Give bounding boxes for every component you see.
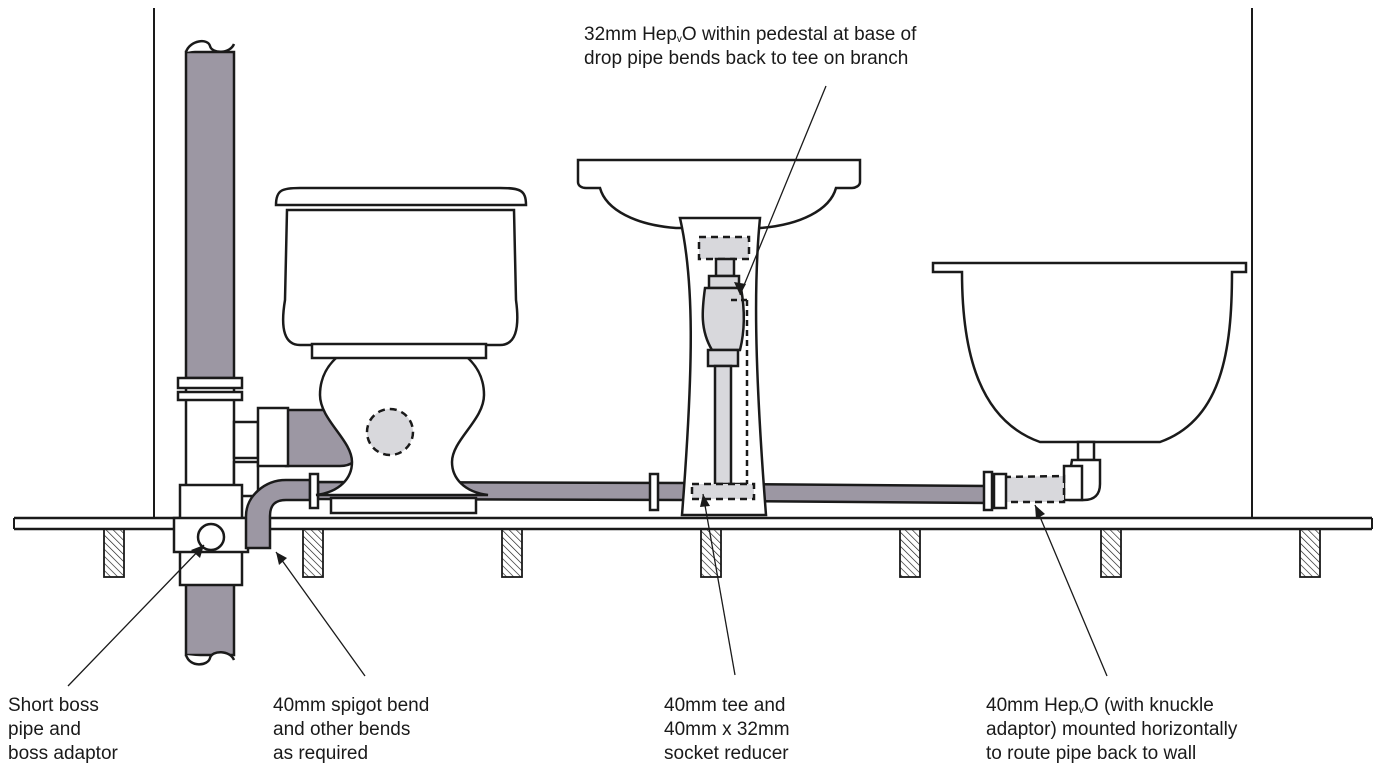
label-boss-line2: pipe and <box>8 719 81 740</box>
label-boss: Short boss pipe and boss adaptor <box>8 694 118 766</box>
leader-lines <box>67 85 1108 687</box>
label-top-line1: 32mm HepvO within pedestal at base of <box>584 24 917 45</box>
label-tee-line2: 40mm x 32mm <box>664 719 790 740</box>
label-bath: 40mm HepvO (with knuckle adaptor) mounte… <box>986 694 1237 766</box>
label-bath-line2: adaptor) mounted horizontally <box>986 719 1238 740</box>
label-spigot-line3: as required <box>273 743 369 764</box>
label-top-line2: drop pipe bends back to tee on branch <box>584 48 909 69</box>
bath-tub <box>931 261 1248 510</box>
label-bath-line3: to route pipe back to wall <box>986 743 1197 764</box>
label-tee-line1: 40mm tee and <box>664 695 786 716</box>
wc-toilet <box>274 186 528 515</box>
label-bath-line1: 40mm HepvO (with knuckle <box>986 695 1214 716</box>
label-spigot-line2: and other bends <box>273 719 411 740</box>
boss-junction <box>172 483 250 587</box>
floor-joists <box>103 528 1321 578</box>
label-tee-line3: socket reducer <box>664 743 789 764</box>
label-spigot: 40mm spigot bend and other bends as requ… <box>273 694 429 766</box>
label-top-callout: 32mm HepvO within pedestal at base of dr… <box>584 23 916 71</box>
label-spigot-line1: 40mm spigot bend <box>273 695 430 716</box>
label-boss-line3: boss adaptor <box>8 743 118 764</box>
label-tee: 40mm tee and 40mm x 32mm socket reducer <box>664 694 790 766</box>
leader-arrowheads <box>191 282 1045 565</box>
soil-stack-pipe <box>176 39 260 666</box>
label-boss-line1: Short boss <box>8 695 99 716</box>
basin-with-pedestal <box>576 158 862 517</box>
